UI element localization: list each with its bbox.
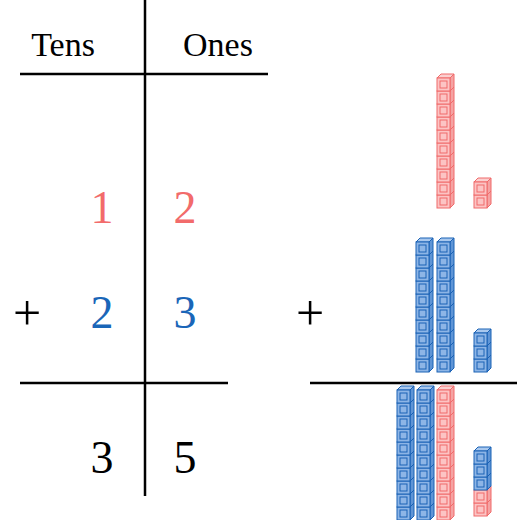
sum-rule (310, 382, 517, 385)
ten-rod (416, 238, 433, 372)
digit: 3 (91, 435, 114, 481)
ten-rod (437, 74, 454, 208)
unit-cubes (474, 447, 491, 516)
digit: 1 (91, 185, 114, 231)
ten-rod (437, 238, 454, 372)
unit-cubes (474, 329, 491, 372)
column-header: Ones (183, 28, 253, 62)
ten-rod (417, 386, 434, 520)
digit: 5 (174, 435, 197, 481)
digit: 3 (174, 290, 197, 336)
ten-rod (437, 386, 454, 520)
unit-cubes (474, 178, 491, 208)
column-header: Tens (31, 28, 95, 62)
plus-sign: + (13, 288, 41, 338)
digit: 2 (174, 185, 197, 231)
ten-rod (397, 386, 414, 520)
sum-rule (20, 382, 228, 385)
header-rule (20, 73, 268, 76)
digit: 2 (91, 290, 114, 336)
plus-sign: + (296, 288, 324, 338)
